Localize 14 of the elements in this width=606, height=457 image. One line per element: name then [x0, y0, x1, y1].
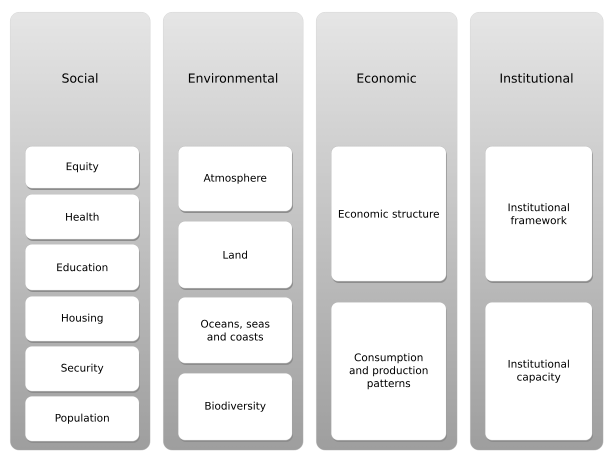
item-box: Atmosphere — [178, 146, 293, 213]
item-box: Biodiversity — [178, 373, 293, 442]
item-box: Education — [25, 244, 140, 292]
item-box: Health — [25, 194, 140, 241]
item-box: Institutional capacity — [485, 302, 593, 442]
item-box: Oceans, seas and coasts — [178, 297, 293, 365]
item-box: Housing — [25, 296, 140, 343]
item-box: Institutional framework — [485, 146, 593, 283]
item-box: Population — [25, 396, 140, 443]
item-box: Equity — [25, 146, 140, 190]
item-box: Land — [178, 221, 293, 290]
item-box: Security — [25, 346, 140, 393]
item-box: Consumption and production patterns — [331, 302, 447, 442]
item-box: Economic structure — [331, 146, 447, 283]
